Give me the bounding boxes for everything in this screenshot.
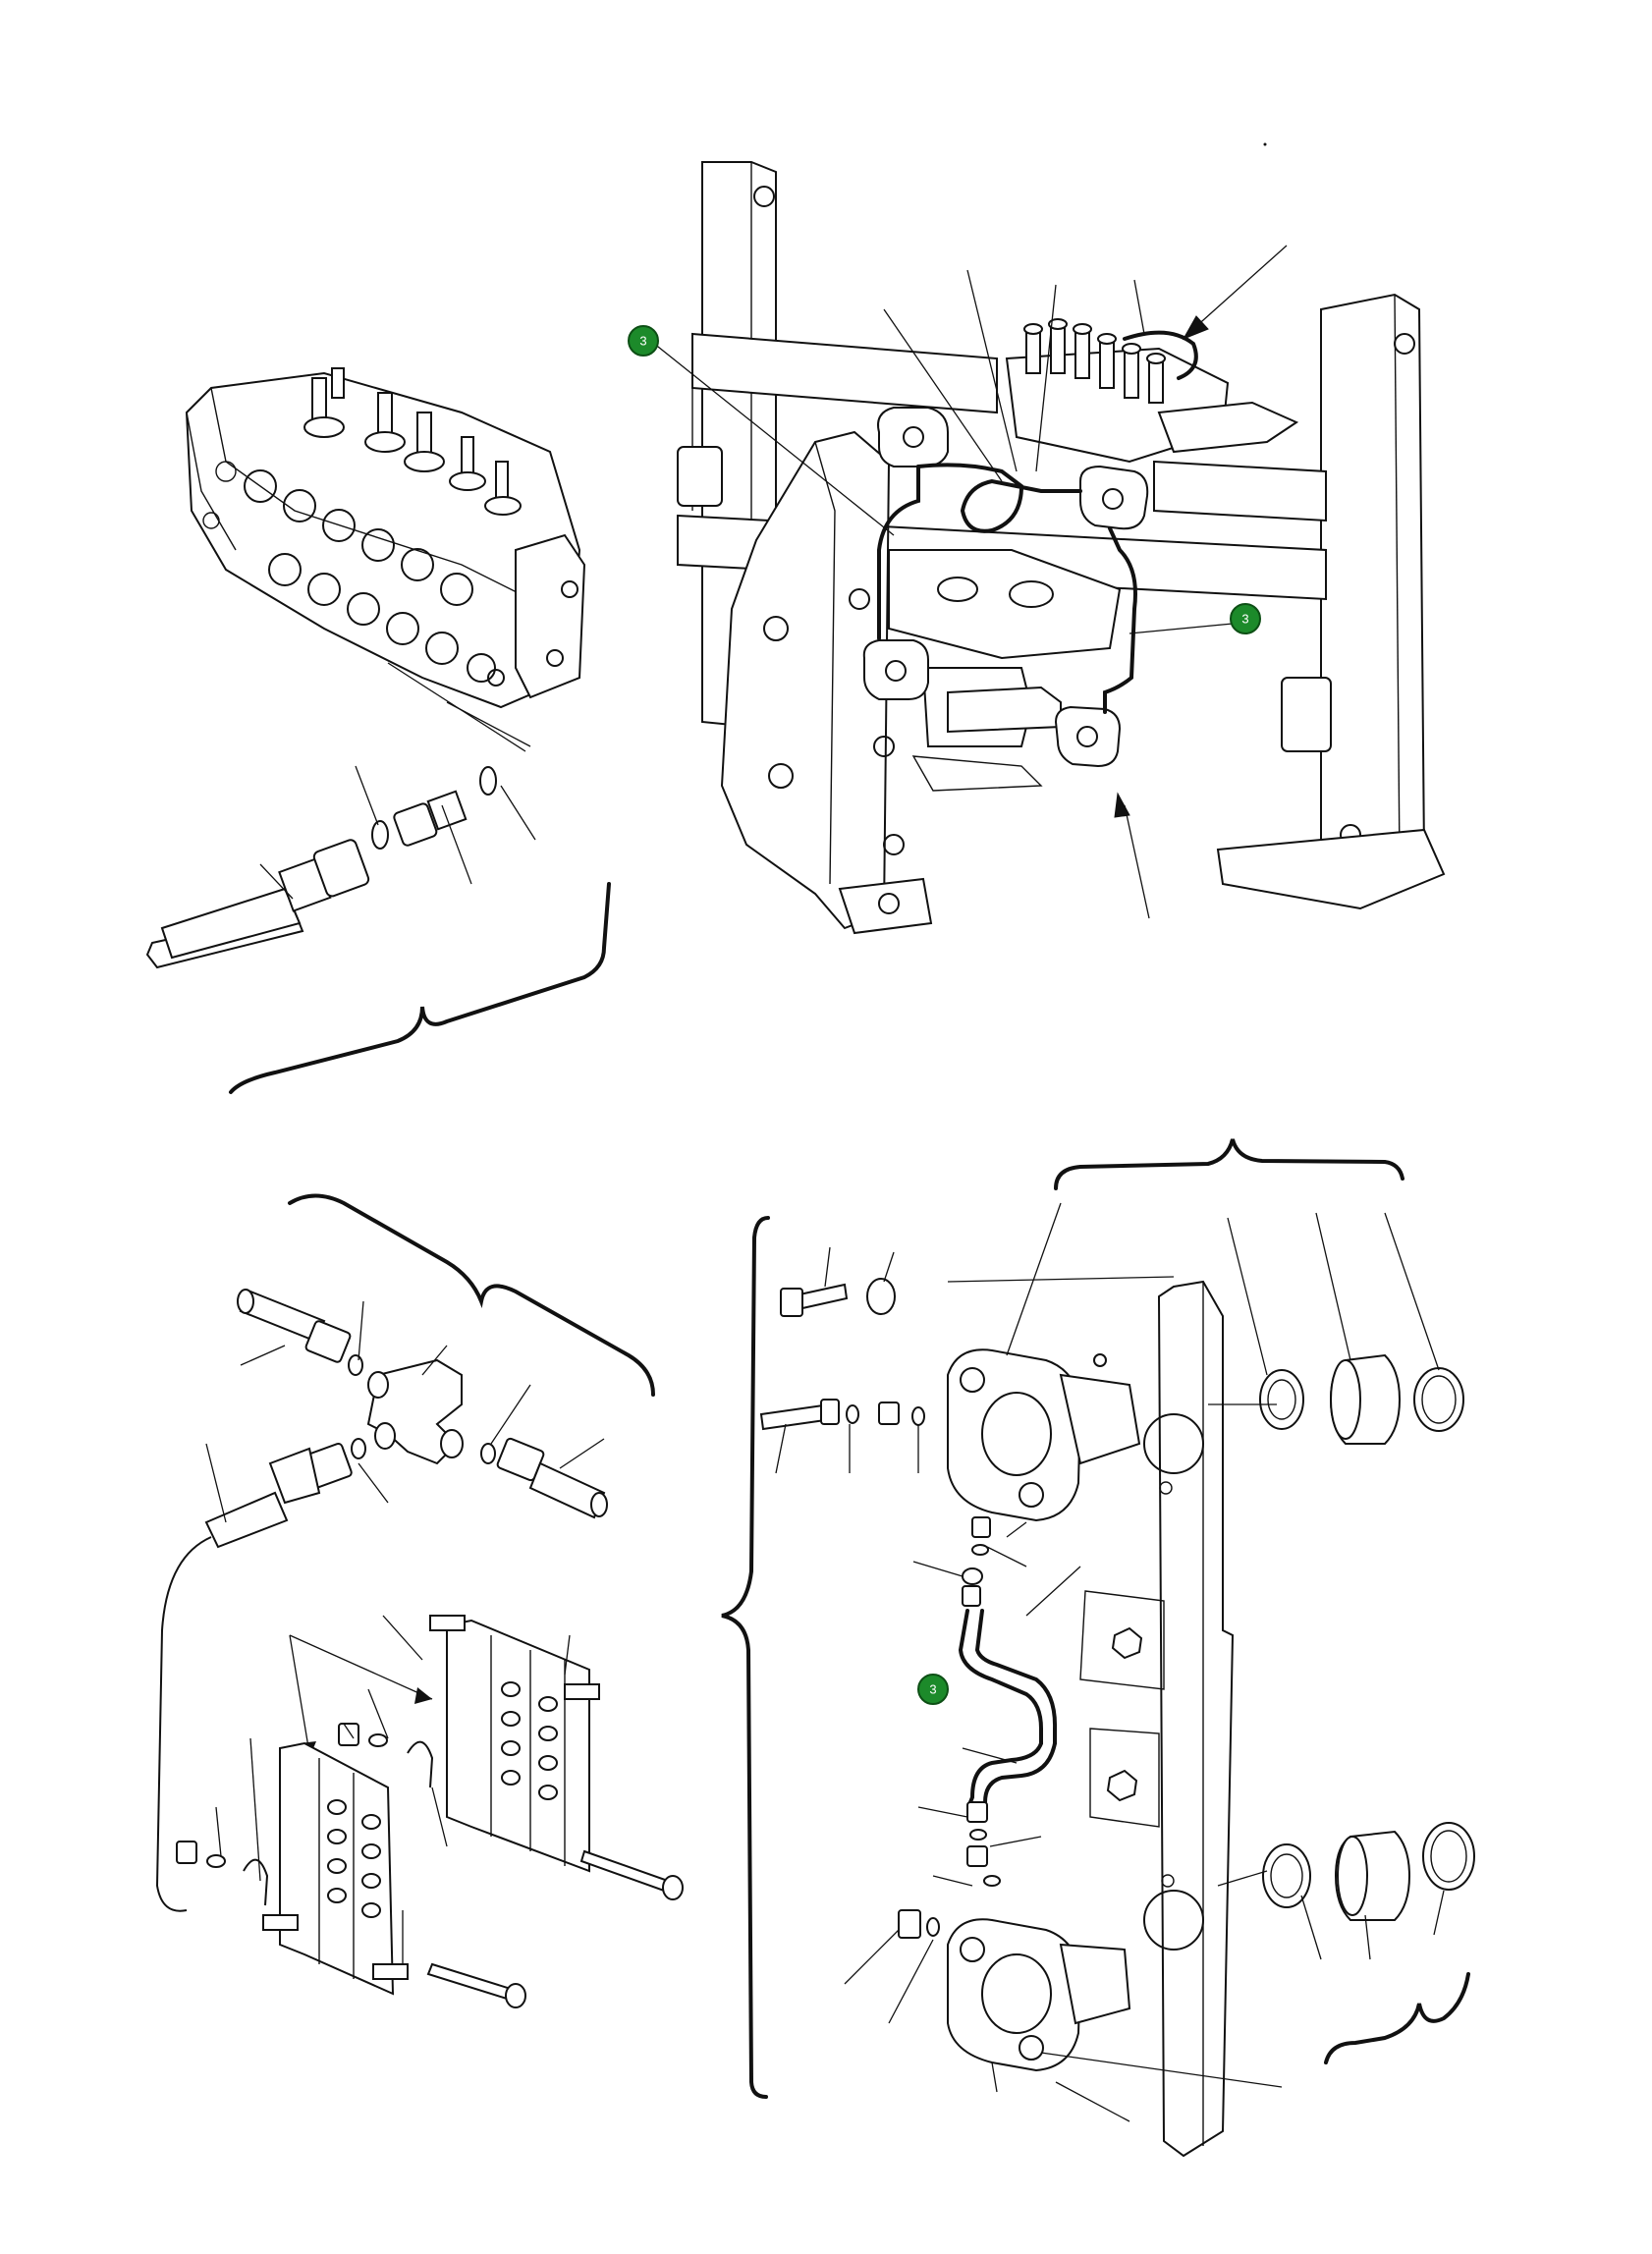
pump-fittings <box>1023 318 1166 404</box>
group-connector-line <box>155 1536 212 1912</box>
callout-3-top-left[interactable]: 3 <box>628 325 659 357</box>
tee-fitting-assembly <box>204 1193 655 1549</box>
valve-spools <box>303 367 522 516</box>
frame-assembly <box>647 161 1446 935</box>
group-brace-top-rings <box>1054 1138 1404 1190</box>
group-brace-right <box>721 1216 770 2099</box>
clamp-block-assembly <box>176 1615 684 2008</box>
callout-3-frame-right[interactable]: 3 <box>1230 603 1261 634</box>
upper-block-holes <box>501 1681 558 1800</box>
stray-mark <box>1263 142 1267 146</box>
flanges-upper <box>862 407 1149 768</box>
valve-ports <box>202 461 496 683</box>
control-valve-assembly <box>185 367 586 752</box>
callout-label: 3 <box>929 1682 936 1697</box>
lower-ring-set <box>1262 1822 1475 1921</box>
lower-block-holes <box>327 1799 381 1918</box>
group-brace-tee <box>288 1193 655 1397</box>
valve-hose-fittings <box>145 765 536 969</box>
upper-ring-set <box>1259 1353 1464 1445</box>
group-brace-valve <box>229 882 611 1094</box>
callout-3-tube[interactable]: 3 <box>917 1674 949 1705</box>
swing-casting-assembly <box>721 1138 1475 2158</box>
callout-label: 3 <box>639 334 646 349</box>
group-brace-bottom-rings <box>1324 1972 1470 2064</box>
callout-label: 3 <box>1241 612 1248 627</box>
